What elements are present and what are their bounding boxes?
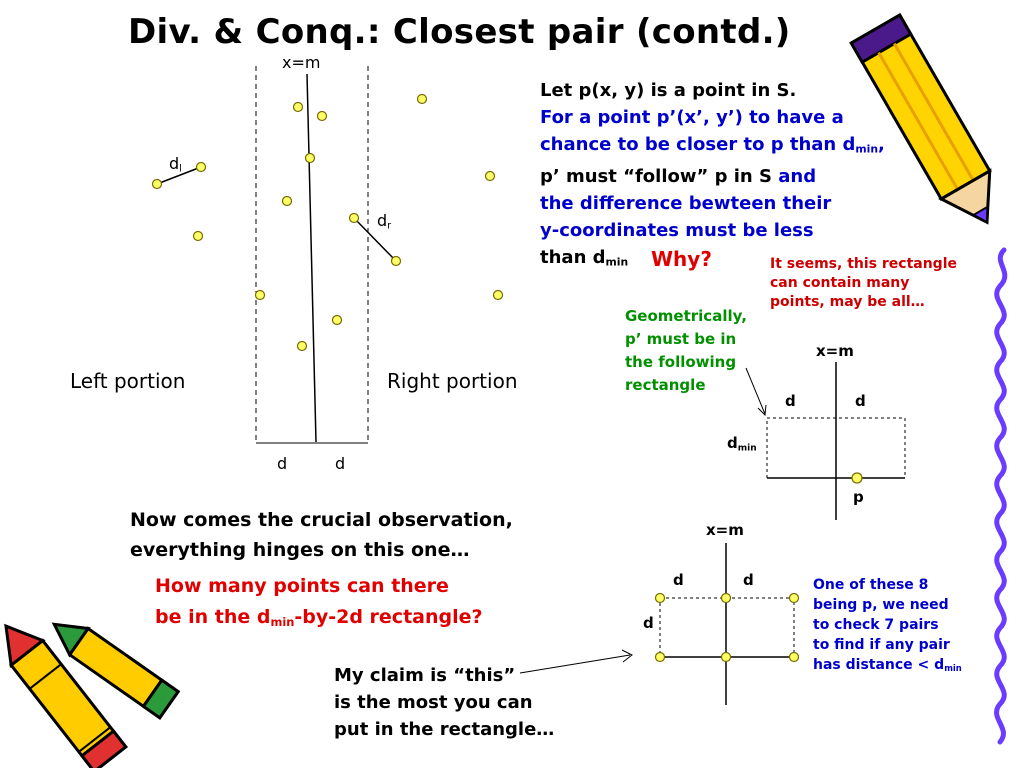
point-8	[281, 195, 293, 207]
why-label: Why?	[651, 247, 712, 271]
rect2-point-1	[654, 592, 666, 604]
point-p	[851, 472, 863, 484]
point-14	[331, 314, 343, 326]
rect2-d-left: d	[673, 571, 684, 589]
explanation-text: Let p(x, y) is a point in S. For a point…	[540, 80, 885, 269]
rect1-arrow	[745, 367, 766, 415]
point-11	[390, 255, 402, 267]
dr-label: dr	[377, 211, 392, 232]
crayon-icon	[4, 622, 181, 768]
rect2-point-3	[788, 592, 800, 604]
dl-segment	[156, 166, 202, 185]
question-text: How many points can there be in the dmin…	[155, 575, 483, 629]
rect2-d-side: d	[643, 614, 654, 632]
left-diagram-points	[151, 93, 504, 352]
page-title: Div. & Conq.: Closest pair (contd.)	[128, 12, 791, 52]
rect1-median-label: x=m	[816, 342, 854, 360]
point-6	[304, 152, 316, 164]
point-15	[296, 340, 308, 352]
rect2-dashed-box	[659, 597, 795, 658]
rect2-point-4	[654, 651, 666, 663]
dl-label: dl	[169, 154, 182, 175]
pencil-icon	[849, 13, 992, 225]
rect1-dmin-label: dmin	[727, 434, 757, 454]
rect2-points	[654, 592, 800, 663]
point-2	[316, 110, 328, 122]
crucial-observation: Now comes the crucial observation, every…	[130, 509, 513, 561]
right-portion-label: Right portion	[387, 369, 518, 393]
rect2-point-6	[788, 651, 800, 663]
point-10	[192, 230, 204, 242]
green-note: Geometrically, p’ must be in the followi…	[625, 307, 747, 394]
left-portion-label: Left portion	[70, 369, 186, 393]
blue-note: One of these 8 being p, we need to check…	[813, 577, 962, 674]
point-5	[151, 178, 163, 190]
rect1-p-label: p	[853, 488, 864, 506]
red-note: It seems, this rectangle can contain man…	[770, 256, 957, 310]
claim-arrowhead	[621, 649, 633, 663]
claim-text: My claim is “this” is the most you can p…	[334, 665, 555, 740]
point-1	[292, 101, 304, 113]
band-left-d-label: d	[277, 454, 288, 473]
rect1-d-left: d	[785, 392, 796, 410]
point-3	[416, 93, 428, 105]
rect1-d-right: d	[855, 392, 866, 410]
rect1-arrowhead	[757, 404, 767, 417]
band-right-d-label: d	[335, 454, 346, 473]
claim-arrow	[519, 654, 631, 674]
median-label: x=m	[282, 53, 321, 72]
point-13	[492, 289, 504, 301]
median-line	[306, 73, 317, 443]
dr-segment	[353, 217, 397, 262]
point-9	[348, 212, 360, 224]
point-7	[484, 170, 496, 182]
squiggle-border	[994, 247, 1008, 745]
rect2-point-2	[720, 592, 732, 604]
rect2-point-5	[720, 651, 732, 663]
rect2-d-right: d	[743, 571, 754, 589]
rect2-median-label: x=m	[706, 521, 744, 539]
point-12	[254, 289, 266, 301]
point-4	[195, 161, 207, 173]
